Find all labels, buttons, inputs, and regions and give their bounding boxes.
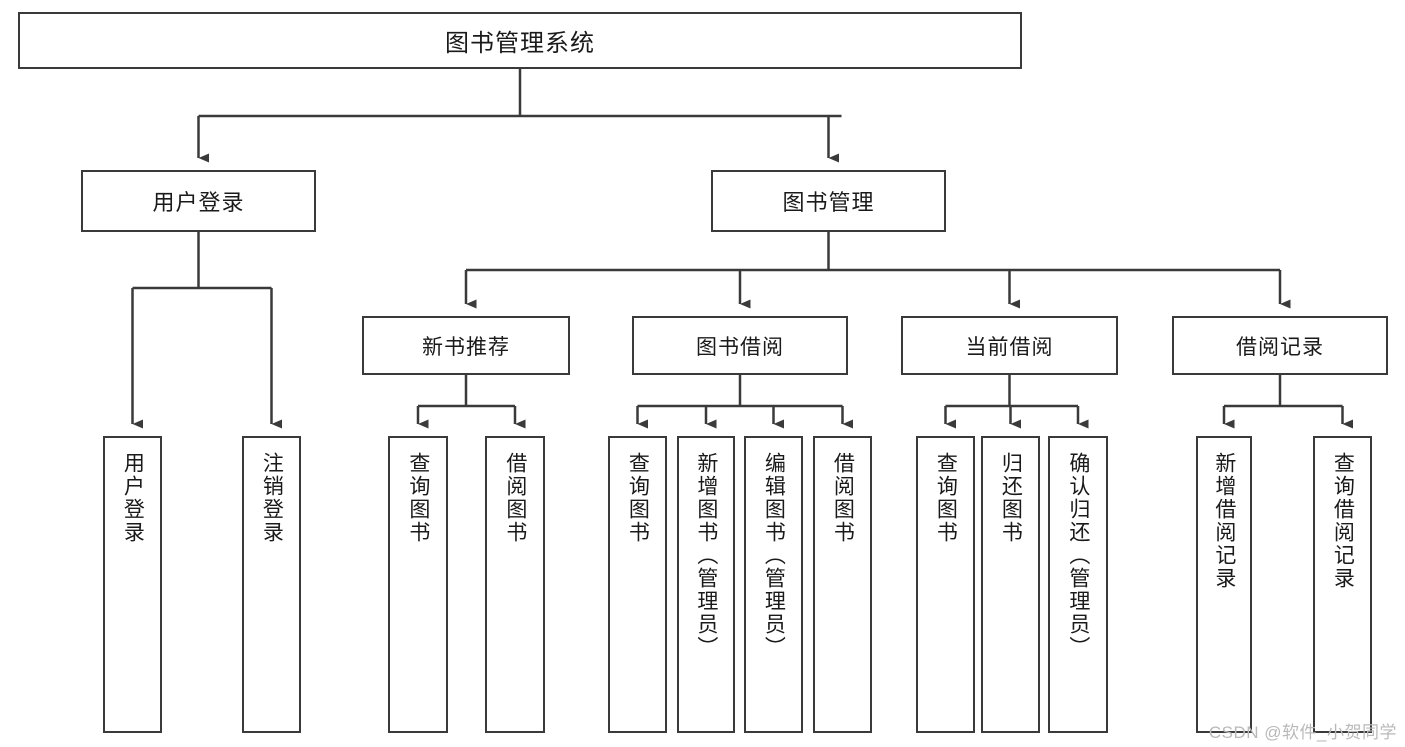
leaf-edit-book-admin[interactable]: 编辑图书（管理员） [744, 436, 803, 733]
node-root-label: 图书管理系统 [445, 30, 595, 57]
leaf-add-borrow-record-label: 新增借阅记录 [1212, 452, 1236, 590]
leaf-query-book-borrow[interactable]: 查询图书 [608, 436, 667, 733]
node-current-borrow-label: 当前借阅 [965, 335, 1054, 359]
leaf-query-book-recommend-label: 查询图书 [406, 452, 430, 544]
leaf-confirm-return-admin-label: 确认归还（管理员） [1066, 452, 1090, 659]
leaf-query-book-recommend[interactable]: 查询图书 [388, 436, 448, 733]
node-book-management-label: 图书管理 [782, 190, 875, 215]
leaf-confirm-return-admin[interactable]: 确认归还（管理员） [1048, 436, 1108, 733]
node-borrow-records-label: 借阅记录 [1236, 335, 1324, 359]
node-book-borrow[interactable]: 图书借阅 [632, 316, 848, 375]
node-borrow-records[interactable]: 借阅记录 [1172, 316, 1388, 375]
node-user-login[interactable]: 用户登录 [81, 170, 316, 232]
leaf-query-book-current-label: 查询图书 [934, 452, 958, 544]
node-book-borrow-label: 图书借阅 [696, 335, 784, 359]
leaf-borrow-book-recommend[interactable]: 借阅图书 [485, 436, 545, 733]
leaf-borrow-book[interactable]: 借阅图书 [813, 436, 872, 733]
leaf-query-book-borrow-label: 查询图书 [626, 452, 650, 544]
leaf-add-book-admin[interactable]: 新增图书（管理员） [677, 436, 735, 733]
node-new-book-recommend[interactable]: 新书推荐 [362, 316, 570, 375]
leaf-edit-book-admin-label: 编辑图书（管理员） [762, 452, 786, 659]
leaf-add-book-admin-label: 新增图书（管理员） [694, 452, 718, 659]
leaf-query-book-current[interactable]: 查询图书 [916, 436, 975, 733]
watermark: CSDN @软件_小贺同学 [1208, 723, 1397, 742]
leaf-query-borrow-record[interactable]: 查询借阅记录 [1313, 436, 1372, 733]
leaf-query-borrow-record-label: 查询借阅记录 [1331, 452, 1355, 590]
node-root[interactable]: 图书管理系统 [18, 12, 1022, 69]
node-user-login-label: 用户登录 [152, 190, 245, 215]
node-book-management[interactable]: 图书管理 [711, 170, 946, 232]
leaf-user-login-label: 用户登录 [121, 452, 145, 544]
leaf-logout-label: 注销登录 [260, 452, 284, 544]
node-current-borrow[interactable]: 当前借阅 [901, 316, 1118, 375]
leaf-logout[interactable]: 注销登录 [242, 436, 301, 733]
leaf-borrow-book-label: 借阅图书 [831, 452, 855, 544]
leaf-add-borrow-record[interactable]: 新增借阅记录 [1196, 436, 1252, 733]
leaf-return-book-label: 归还图书 [999, 452, 1023, 544]
leaf-borrow-book-recommend-label: 借阅图书 [503, 452, 527, 544]
leaf-return-book[interactable]: 归还图书 [981, 436, 1040, 733]
leaf-user-login[interactable]: 用户登录 [103, 436, 162, 733]
node-new-book-recommend-label: 新书推荐 [422, 335, 510, 359]
